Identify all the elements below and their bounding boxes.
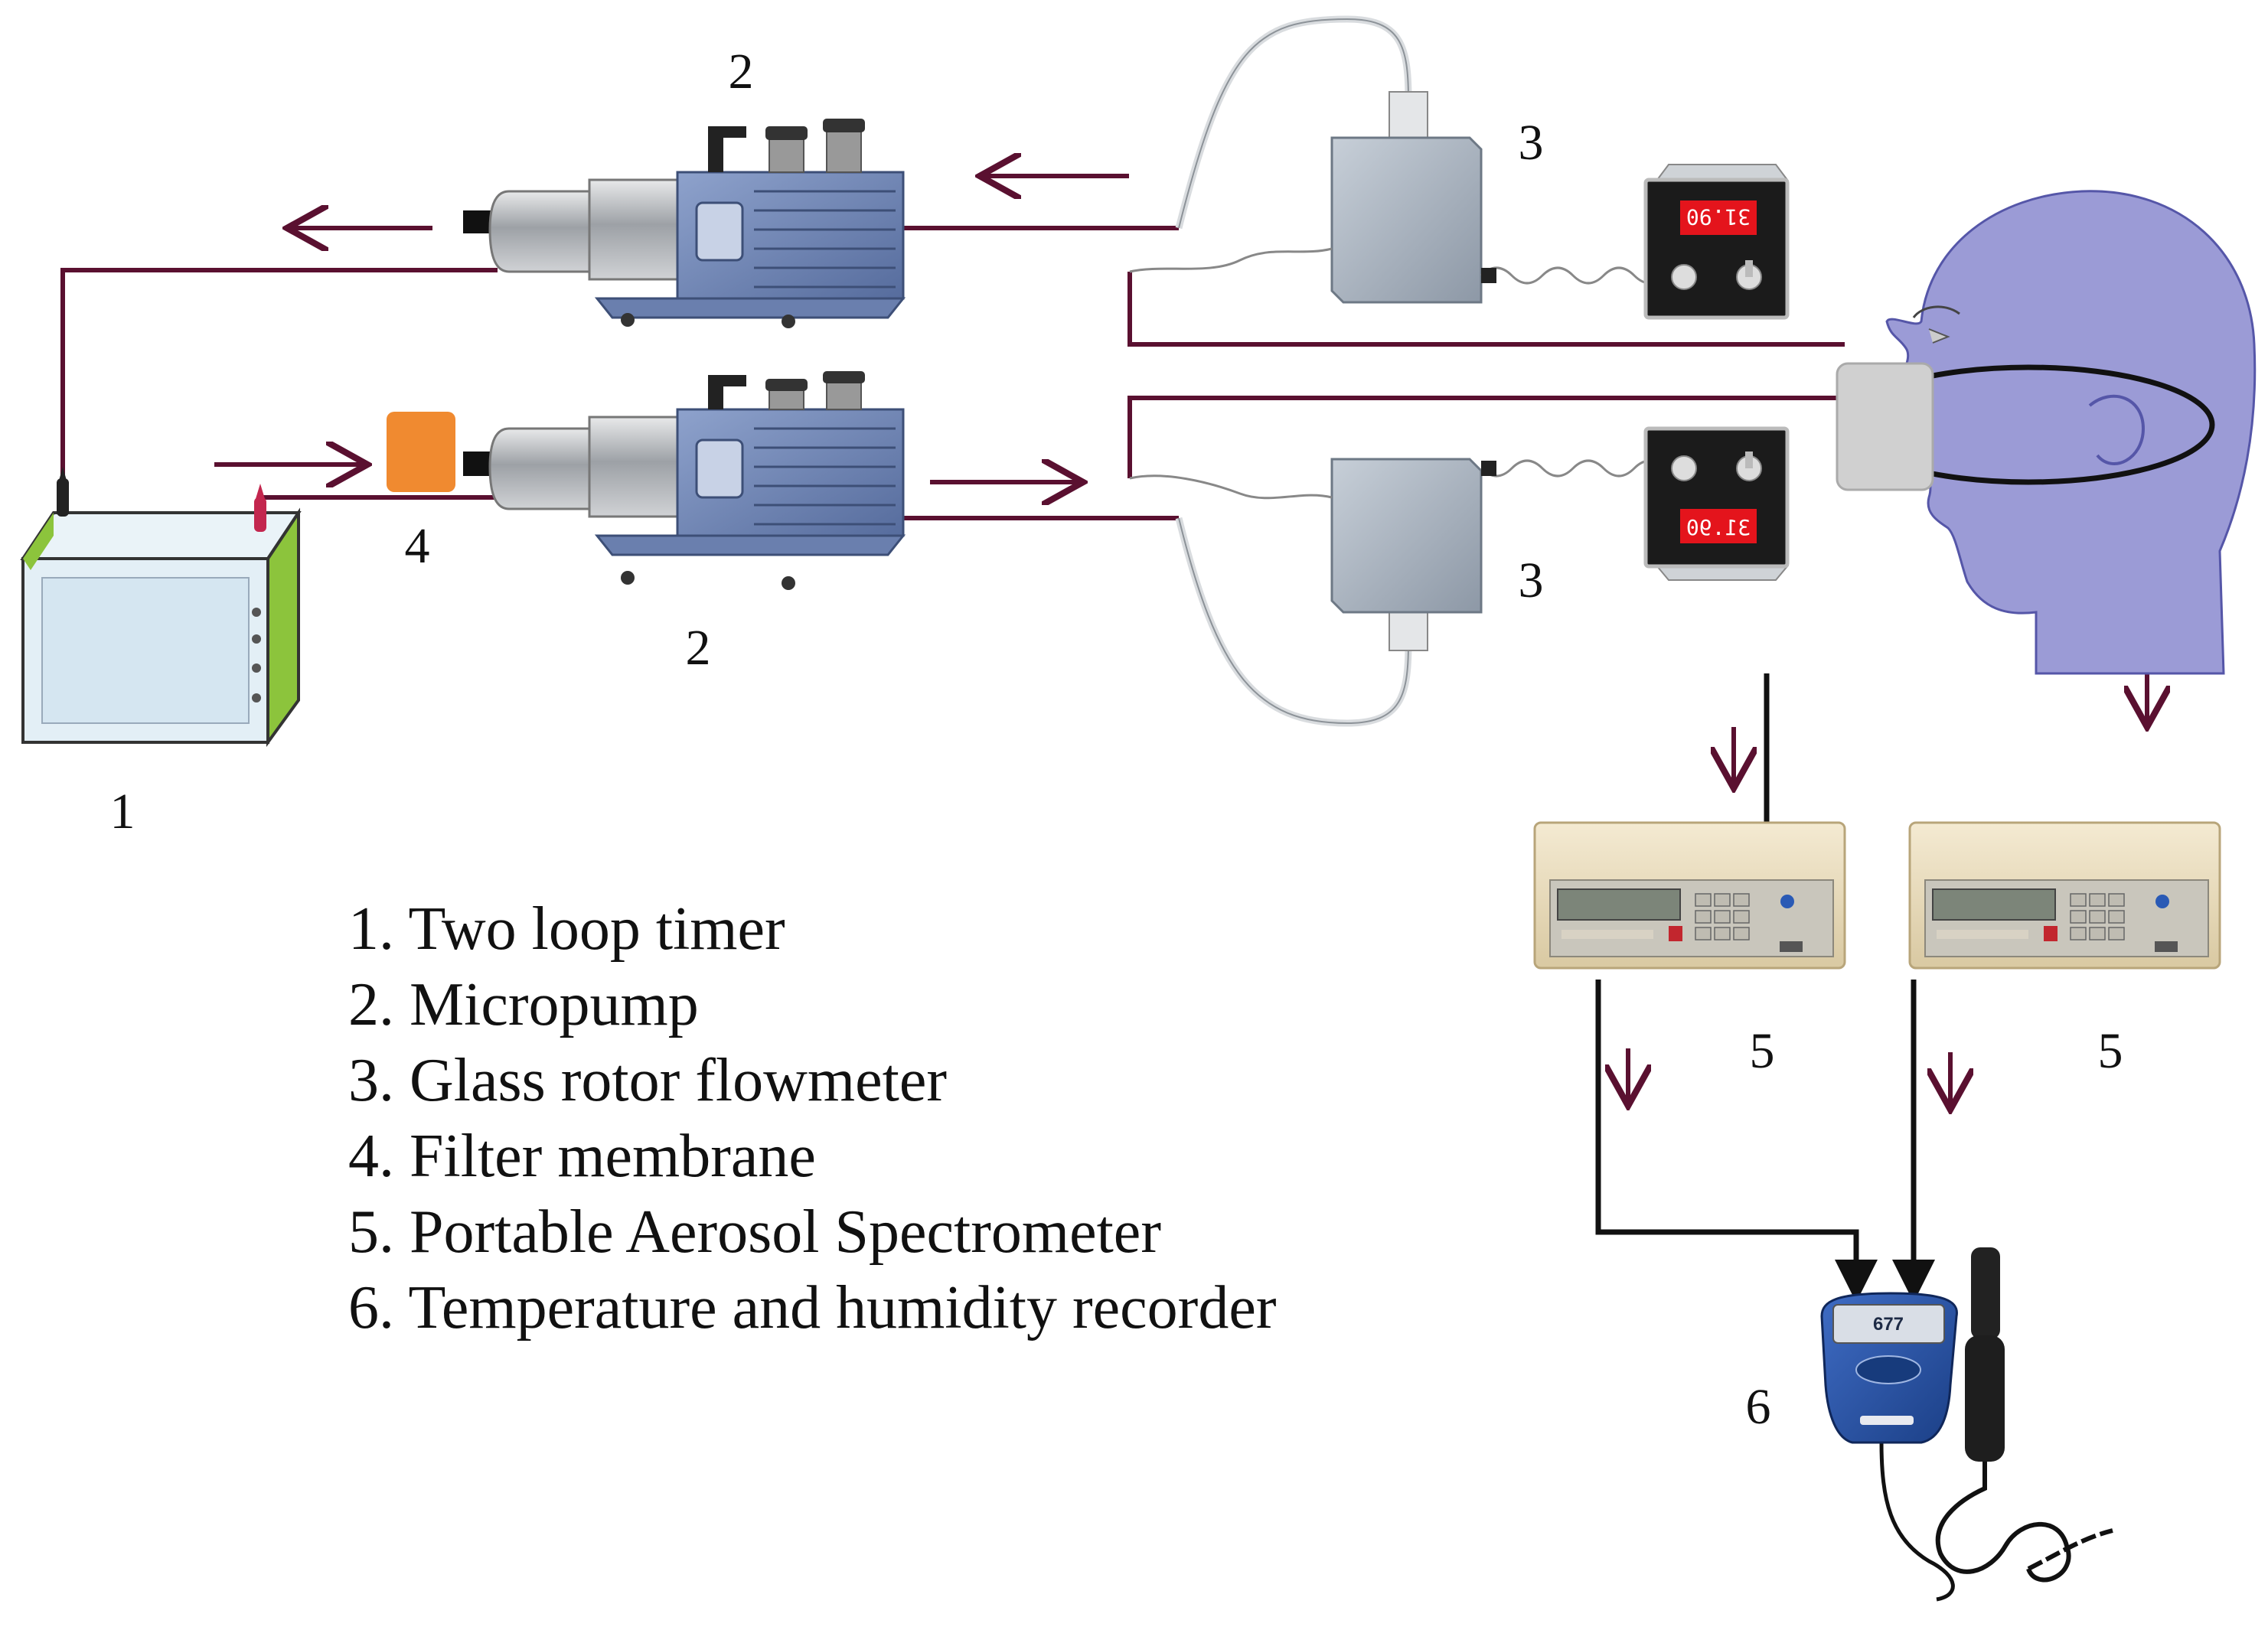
micropump-bottom <box>488 371 906 590</box>
legend-item: 1. Two loop timer <box>348 895 785 963</box>
label-pump-top: 2 <box>729 44 754 99</box>
label-flowmeter-bottom: 3 <box>1519 553 1544 608</box>
cable-left-to-recorder <box>1595 980 1878 1302</box>
timer-controller-top: 31.90 <box>1643 164 1790 320</box>
pipe-mask-bottom <box>1127 396 1845 478</box>
timer-top-display: 31.90 <box>1686 204 1751 230</box>
flowmeter-top <box>1129 15 1666 304</box>
flowmeter-bottom <box>1129 458 1666 727</box>
tank-port-red <box>254 497 266 532</box>
legend-item: 3. Glass rotor flowmeter <box>348 1047 947 1114</box>
recorder-display: 677 <box>1873 1314 1904 1335</box>
label-filter: 4 <box>405 518 430 574</box>
filter-membrane <box>387 412 455 492</box>
spectrometer-right <box>1908 821 2221 970</box>
two-loop-timer-tank <box>20 467 302 748</box>
flow-arrows <box>214 176 2147 1110</box>
pipe-mask-top <box>1127 272 1845 347</box>
legend: 1. Two loop timer 2. Micropump 3. Glass … <box>348 895 1276 1341</box>
label-flowmeter-top: 3 <box>1519 115 1544 171</box>
label-recorder: 6 <box>1746 1379 1771 1435</box>
legend-item: 5. Portable Aerosol Spectrometer <box>348 1198 1161 1266</box>
tank-port-black <box>57 478 69 517</box>
label-spectrometer-right: 5 <box>2098 1023 2123 1079</box>
pipe-network <box>60 226 1845 520</box>
label-pump-bottom: 2 <box>686 620 711 676</box>
temperature-humidity-recorder: 677 <box>1820 1247 2113 1602</box>
label-timer: 1 <box>110 784 135 839</box>
pipe-timer-to-top-pump <box>60 268 498 497</box>
legend-item: 4. Filter membrane <box>348 1123 816 1190</box>
legend-item: 2. Micropump <box>348 971 699 1038</box>
timer-controller-bottom: 31.90 <box>1643 426 1790 581</box>
spectrometer-left <box>1533 821 1846 970</box>
face-mask <box>1836 362 1934 491</box>
label-spectrometer-left: 5 <box>1750 1023 1775 1079</box>
legend-item: 6. Temperature and humidity recorder <box>348 1274 1276 1341</box>
timer-bottom-display: 31.90 <box>1686 515 1751 540</box>
human-head-model <box>1836 190 2257 675</box>
micropump-top <box>463 119 906 328</box>
